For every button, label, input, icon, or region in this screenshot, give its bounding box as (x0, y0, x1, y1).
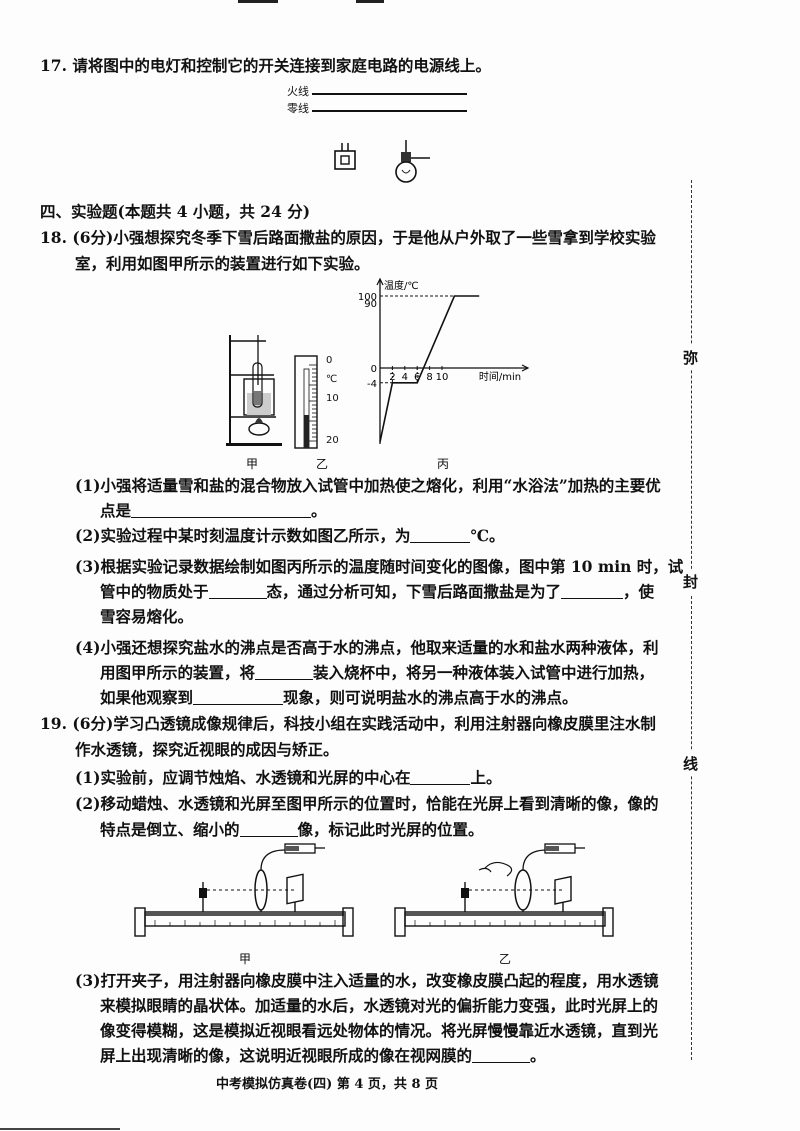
thermo-tick-0: 0 (326, 355, 333, 366)
thermometer-reading (294, 355, 318, 449)
chart-y-tick-label-90: 90 (364, 299, 377, 310)
binding-char-xian: 线 (683, 751, 699, 776)
chart-ylabel: 温度/℃ (384, 279, 419, 292)
chart-series-line (379, 295, 480, 443)
q19-p3-blank[interactable] (472, 1048, 531, 1063)
chart-xlabel: 时间/min (479, 370, 521, 383)
q19-line1: 19. (6分)学习凸透镜成像规律后，科技小组在实践活动中，利用注射器向橡皮膜里… (40, 714, 656, 733)
optical-bench-yi (394, 843, 614, 937)
q19-p3-line3: 像变得模糊，这是模拟近视眼看远处物体的情况。将光屏慢慢靠近水透镜，直到光 (100, 1021, 659, 1040)
q19-p2-line2: 特点是倒立、缩小的像，标记此时光屏的位置。 (100, 820, 484, 839)
q18-p4-blank-liquid[interactable] (255, 665, 314, 680)
chart-x-tick-label-4: 4 (402, 372, 408, 383)
water-bath-apparatus (226, 335, 282, 446)
q18-p3-blank-state[interactable] (208, 584, 267, 599)
thermo-tick-10: 10 (326, 393, 339, 404)
q17-text: 17. 请将图中的电灯和控制它的开关连接到家庭电路的电源线上。 (40, 56, 491, 75)
q18-p1-blank[interactable] (131, 503, 312, 518)
q19-p3-line2: 来模拟眼睛的晶状体。加适量的水后，水透镜对光的偏折能力变强，此时光屏上的 (100, 996, 659, 1015)
q19-p2-line1: (2)移动蜡烛、水透镜和光屏至图甲所示的位置时，恰能在光屏上看到清晰的像，像的 (75, 794, 659, 813)
chart-x-arrow (521, 364, 530, 372)
binding-char-mi: 弥 (683, 345, 699, 370)
light-bulb-icon (395, 140, 430, 183)
section-title: 四、实验题(本题共 4 小题，共 24 分) (40, 202, 311, 221)
q18-p1-line2: 点是。 (100, 501, 327, 520)
scan-mark-right (356, 0, 384, 3)
scan-mark-left (238, 0, 278, 3)
page-footer: 中考模拟仿真卷(四) 第 4 页，共 8 页 (216, 1077, 439, 1092)
switch-icon (334, 143, 356, 170)
neutral-wire-label: 零线 (287, 102, 309, 115)
q18-p3-blank-reason[interactable] (561, 584, 624, 599)
binding-char-feng: 封 (683, 569, 699, 594)
fig18-jia-label: 甲 (246, 457, 259, 471)
thermo-tick-20: 20 (326, 435, 339, 446)
q19-line2: 作水透镜，探究近视眼的成因与矫正。 (75, 740, 339, 759)
chart-x-tick-label-8: 8 (426, 372, 432, 383)
q18-p2: (2)实验过程中某时刻温度计示数如图乙所示，为℃。 (75, 526, 505, 545)
q18-p3-line1: (3)根据实验记录数据绘制如图丙所示的温度随时间变化的图像，图中第 10 min… (75, 557, 684, 576)
optical-bench-jia (134, 843, 354, 937)
q18-line1: 18. (6分)小强想探究冬季下雪后路面撒盐的原因，于是他从户外取了一些雪拿到学… (40, 228, 656, 247)
q18-p3-line3: 雪容易熔化。 (100, 607, 194, 626)
fig18-bing-label: 丙 (437, 457, 450, 471)
thermo-unit: ℃ (326, 374, 338, 385)
q19-p2-blank[interactable] (239, 822, 298, 837)
chart-y-tick-label--4: -4 (367, 379, 377, 390)
fig19-yi-label: 乙 (499, 952, 512, 966)
q18-p3-line2: 管中的物质处于态，通过分析可知，下雪后路面撒盐是为了，使 (100, 582, 655, 601)
live-wire-line (312, 93, 467, 95)
temperature-time-chart: 温度/℃时间/min246810100900-4 (358, 277, 530, 444)
q18-p1-line1: (1)小强将适量雪和盐的混合物放入试管中加热使之熔化，利用“水浴法”加热的主要优 (75, 476, 661, 495)
footer-underline (0, 1128, 120, 1130)
q18-p4-line1: (4)小强还想探究盐水的沸点是否高于水的沸点，他取来适量的水和盐水两种液体，利 (75, 638, 659, 657)
live-wire-label: 火线 (287, 85, 309, 98)
q18-p4-line2: 用图甲所示的装置，将装入烧杯中，将另一种液体装入试管中进行加热， (100, 663, 655, 682)
chart-y-arrow (376, 277, 384, 286)
fig19-jia-label: 甲 (239, 952, 252, 966)
q19-p3-line1: (3)打开夹子，用注射器向橡皮膜中注入适量的水，改变橡皮膜凸起的程度，用水透镜 (75, 971, 659, 990)
q18-p4-blank-phenomenon[interactable] (193, 690, 284, 705)
binding-dashed-line (691, 180, 692, 1060)
chart-y-tick-label-0: 0 (371, 364, 377, 375)
q19-p1: (1)实验前，应调节烛焰、水透镜和光屏的中心在上。 (75, 768, 502, 787)
q19-p3-line4: 屏上出现清晰的像，这说明近视眼所成的像在视网膜的。 (100, 1046, 546, 1065)
q18-line2: 室，利用如图甲所示的装置进行如下实验。 (75, 254, 370, 273)
neutral-wire-line (312, 110, 467, 112)
chart-y-tick-label-100: 100 (358, 292, 377, 303)
q18-p4-line3: 如果他观察到现象，则可说明盐水的沸点高于水的沸点。 (100, 688, 578, 707)
fig18-yi-label: 乙 (316, 457, 329, 471)
chart-x-tick-label-10: 10 (436, 372, 449, 383)
q19-p1-blank[interactable] (410, 770, 471, 785)
q18-p2-blank[interactable] (410, 528, 471, 543)
